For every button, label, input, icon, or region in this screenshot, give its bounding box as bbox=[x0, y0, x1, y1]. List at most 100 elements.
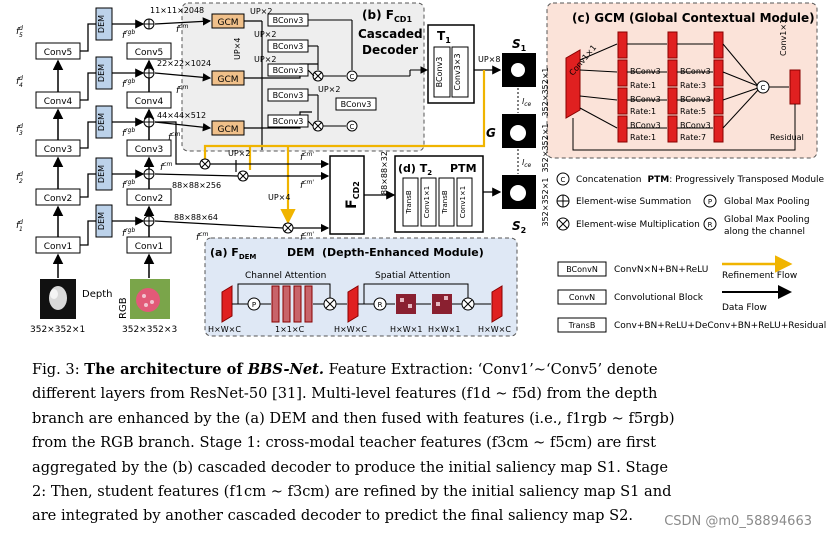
sum-nodes bbox=[143, 18, 155, 227]
decoder-label: Decoder bbox=[362, 43, 418, 57]
depth-conv2: Conv2 bbox=[44, 194, 73, 204]
svg-text:22×22×1024: 22×22×1024 bbox=[157, 59, 211, 68]
svg-text:Conv1×1: Conv1×1 bbox=[779, 19, 788, 56]
svg-text:DEM: DEM bbox=[97, 212, 106, 230]
svg-text:C: C bbox=[350, 123, 355, 131]
depth-conv3: Conv3 bbox=[44, 145, 73, 155]
svg-text:Conv1×1: Conv1×1 bbox=[459, 186, 467, 219]
svg-text:frgb: frgb bbox=[122, 29, 135, 41]
svg-text:fd2: fd2 bbox=[16, 171, 23, 185]
svg-text:frgb: frgb bbox=[122, 127, 135, 139]
caption-line-6: 2: Then, student features (f1cm ∼ f3cm) … bbox=[32, 483, 672, 501]
svg-text:BConv3: BConv3 bbox=[680, 121, 711, 130]
decoder-bconv: BConv3 BConv3 BConv3 BConv3 BConv3 BConv… bbox=[267, 13, 377, 128]
rgb-conv3: Conv3 bbox=[135, 145, 164, 155]
svg-text:Global Max Pooling: Global Max Pooling bbox=[724, 215, 810, 225]
svg-text:Conv+BN+ReLU+DeConv+BN+ReLU+Re: Conv+BN+ReLU+DeConv+BN+ReLU+Residual bbox=[614, 321, 826, 331]
dem-full: (Depth-Enhanced Module) bbox=[322, 246, 484, 259]
svg-text:PTM: PTM bbox=[450, 162, 477, 175]
svg-text:H×W×C: H×W×C bbox=[334, 325, 367, 334]
svg-text:Rate:7: Rate:7 bbox=[680, 133, 706, 142]
svg-text:Data Flow: Data Flow bbox=[722, 303, 767, 313]
figure-caption: Fig. 3: The architecture of BBS-Net. Fea… bbox=[32, 358, 816, 529]
svg-text:UP×8: UP×8 bbox=[478, 55, 500, 64]
svg-text:UP×2: UP×2 bbox=[250, 7, 272, 16]
depth-backbone: Conv5 Conv4 Conv3 Conv2 Conv1 bbox=[35, 42, 81, 278]
svg-text:Rate:1: Rate:1 bbox=[630, 81, 656, 90]
fcd1-sub: CD1 bbox=[394, 15, 413, 24]
svg-text:352×352×1: 352×352×1 bbox=[541, 123, 550, 172]
svg-text:Conv1×1: Conv1×1 bbox=[423, 186, 431, 219]
svg-text:UP×2: UP×2 bbox=[254, 55, 276, 64]
svg-text:Conv3×3: Conv3×3 bbox=[453, 53, 462, 90]
caption-line-2: different layers from ResNet-50 [31]. Mu… bbox=[32, 385, 658, 403]
svg-text:BConv3: BConv3 bbox=[630, 121, 661, 130]
rgb-backbone: Conv5 Conv4 Conv3 Conv2 Conv1 bbox=[126, 42, 172, 278]
svg-text:UP×2: UP×2 bbox=[318, 85, 340, 94]
svg-text:Residual: Residual bbox=[770, 133, 804, 142]
svg-text:88×88×32: 88×88×32 bbox=[380, 151, 389, 195]
svg-text:88×88×256: 88×88×256 bbox=[172, 181, 221, 190]
decoder-panel bbox=[181, 2, 425, 152]
svg-text:H×W×C: H×W×C bbox=[478, 325, 511, 334]
svg-text:Channel Attention: Channel Attention bbox=[245, 271, 326, 281]
svg-text:(d) T2: (d) T2 bbox=[398, 162, 432, 177]
svg-text:ConvN×N+BN+ReLU: ConvN×N+BN+ReLU bbox=[614, 265, 708, 275]
rgb-size: 352×352×3 bbox=[122, 325, 177, 335]
refinement-flow bbox=[203, 70, 486, 225]
svg-text:11×11×2048: 11×11×2048 bbox=[150, 6, 204, 15]
svg-text:C: C bbox=[761, 84, 766, 92]
svg-text:BConvN: BConvN bbox=[566, 265, 598, 274]
gcm-blocks: GCM GCM GCM bbox=[211, 13, 245, 136]
svg-text:BConv3: BConv3 bbox=[273, 42, 304, 51]
caption-line-3: branch are enhanced by the (a) DEM and t… bbox=[32, 409, 675, 427]
rgb-label: RGB bbox=[118, 297, 129, 319]
svg-text:frgb: frgb bbox=[122, 78, 135, 90]
svg-text:BConv3: BConv3 bbox=[273, 117, 304, 126]
svg-text:GCM: GCM bbox=[217, 125, 238, 135]
svg-text:G: G bbox=[486, 126, 496, 140]
s1-map bbox=[502, 53, 536, 87]
svg-text:GCM: GCM bbox=[217, 18, 238, 28]
svg-text:BConv3: BConv3 bbox=[341, 100, 372, 109]
depth-label: Depth bbox=[82, 289, 112, 300]
svg-text:fcm': fcm' bbox=[300, 151, 314, 163]
svg-text:along the channel: along the channel bbox=[724, 227, 805, 237]
size-labels: 11×11×2048 22×22×1024 44×44×512 88×88×25… bbox=[150, 6, 290, 222]
svg-text:Spatial Attention: Spatial Attention bbox=[375, 271, 450, 281]
depth-image bbox=[40, 279, 76, 319]
svg-text:H×W×C: H×W×C bbox=[208, 325, 241, 334]
svg-text:lce: lce bbox=[522, 158, 532, 169]
svg-text:Refinement Flow: Refinement Flow bbox=[722, 271, 797, 281]
svg-text:TransB: TransB bbox=[441, 190, 449, 214]
svg-text:T1: T1 bbox=[437, 29, 451, 45]
svg-text:UP×4: UP×4 bbox=[233, 38, 242, 60]
svg-text:C: C bbox=[350, 73, 355, 81]
svg-text:fd4: fd4 bbox=[16, 75, 23, 89]
svg-text:R: R bbox=[708, 221, 713, 229]
svg-text:BConv3: BConv3 bbox=[273, 66, 304, 75]
svg-text:DEM: DEM bbox=[97, 15, 106, 33]
svg-text:C: C bbox=[561, 176, 566, 184]
rgb-conv2: Conv2 bbox=[135, 194, 164, 204]
svg-text:H×W×1: H×W×1 bbox=[390, 325, 422, 334]
depth-conv4: Conv4 bbox=[44, 97, 73, 107]
rgb-conv5: Conv5 bbox=[135, 48, 164, 58]
svg-text:(b) FCD1: (b) FCD1 bbox=[362, 8, 412, 24]
svg-text:S1: S1 bbox=[512, 37, 527, 53]
fcd2-block bbox=[329, 155, 365, 235]
svg-text:fcm: fcm bbox=[160, 161, 172, 173]
svg-text:1×1×C: 1×1×C bbox=[275, 325, 305, 334]
svg-text:Rate:3: Rate:3 bbox=[680, 81, 706, 90]
svg-text:lce: lce bbox=[522, 97, 532, 108]
s2-map bbox=[502, 175, 536, 209]
svg-text:TransB: TransB bbox=[405, 190, 413, 214]
dem-blocks: DEM DEM DEM DEM DEM bbox=[95, 7, 113, 238]
depth-conv5: Conv5 bbox=[44, 48, 73, 58]
svg-text:88×88×64: 88×88×64 bbox=[174, 213, 218, 222]
cascaded-label: Cascaded bbox=[358, 27, 423, 41]
svg-text:UP×2: UP×2 bbox=[254, 30, 276, 39]
